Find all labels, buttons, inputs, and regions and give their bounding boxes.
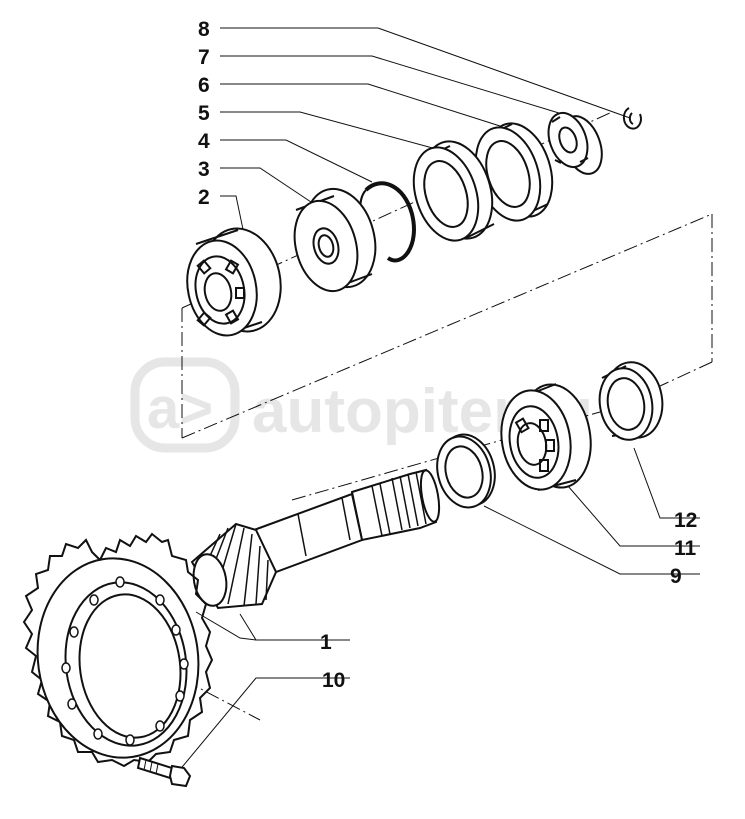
callout-8: 8 (198, 18, 210, 41)
part-3-bearing[interactable] (285, 181, 386, 298)
part-2-roller-bearing[interactable] (179, 221, 290, 342)
callout-4: 4 (198, 130, 210, 153)
callout-6: 6 (198, 74, 210, 97)
callout-9: 9 (670, 565, 682, 588)
leader-lines (177, 27, 700, 773)
part-11-roller-bearing[interactable] (494, 379, 599, 495)
watermark-logo-frame (130, 357, 240, 453)
part-10-bolt[interactable] (136, 756, 192, 788)
callout-7: 7 (198, 46, 210, 69)
callout-1: 1 (320, 631, 332, 654)
part-1-bevel-pinion-shaft[interactable] (190, 468, 443, 610)
part-5-bearing-cup[interactable] (403, 133, 504, 249)
watermark-logo: a> (147, 376, 213, 441)
callout-labels: 8 7 6 5 4 3 2 12 11 9 1 10 (198, 18, 697, 692)
part-9-shim-washer[interactable] (430, 428, 503, 513)
callout-10: 10 (322, 669, 345, 692)
callout-11: 11 (674, 537, 697, 560)
part-12-seal-ring[interactable] (594, 358, 668, 444)
callout-12: 12 (674, 509, 697, 532)
callout-2: 2 (198, 186, 210, 209)
callout-3: 3 (198, 158, 210, 181)
part-7-slotted-nut[interactable] (542, 108, 610, 180)
part-8-lock-clip[interactable] (622, 107, 642, 130)
ring-gear[interactable] (22, 532, 214, 768)
callout-5: 5 (198, 102, 210, 125)
